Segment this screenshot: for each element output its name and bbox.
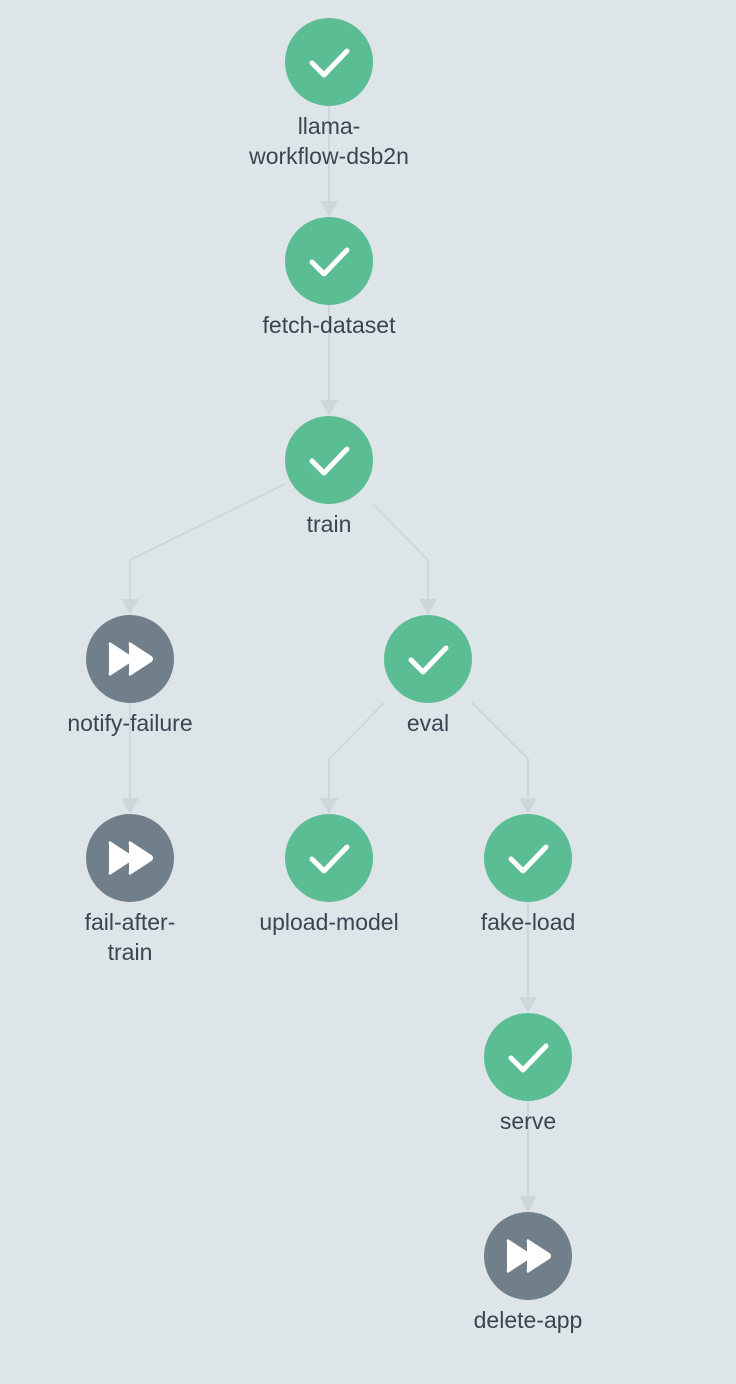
check-icon (508, 844, 549, 874)
edge-eval-to-upload-model (320, 702, 385, 814)
check-icon (508, 1043, 549, 1073)
node-label-line: notify-failure (67, 710, 192, 736)
fast-forward-icon (108, 841, 153, 875)
edge-train-to-eval (372, 503, 437, 615)
arrowhead (320, 798, 338, 814)
node-label: fake-load (481, 909, 576, 935)
node-label: fetch-dataset (263, 312, 397, 338)
node-label-line: serve (500, 1108, 556, 1134)
node-circle-succeeded[interactable] (285, 217, 373, 305)
node-llama-workflow-dsb2n[interactable]: llama-workflow-dsb2n (248, 18, 409, 169)
edge-line (471, 702, 529, 799)
node-circle-succeeded[interactable] (484, 1013, 572, 1101)
edge-line (372, 503, 429, 600)
fast-forward-icon (108, 642, 153, 676)
node-label: train (307, 511, 352, 537)
node-fail-after-train[interactable]: fail-after-train (85, 814, 176, 965)
node-label-line: eval (407, 710, 449, 736)
arrowhead (320, 400, 338, 416)
node-label: llama-workflow-dsb2n (248, 113, 409, 169)
node-label-line: fetch-dataset (263, 312, 397, 338)
node-label: serve (500, 1108, 556, 1134)
edge-line (328, 702, 385, 799)
node-label-line: delete-app (474, 1307, 583, 1333)
node-circle-succeeded[interactable] (285, 814, 373, 902)
nodes-layer: llama-workflow-dsb2n fetch-dataset train no… (67, 18, 582, 1333)
edges-layer (121, 106, 537, 1212)
arrowhead (121, 798, 139, 814)
edge-fetch-dataset-to-train (320, 305, 338, 416)
arrowhead (519, 798, 537, 814)
node-eval[interactable]: eval (384, 615, 472, 736)
node-label-line: llama- (298, 113, 361, 139)
node-delete-app[interactable]: delete-app (474, 1212, 583, 1333)
node-label: delete-app (474, 1307, 583, 1333)
node-label-line: upload-model (259, 909, 398, 935)
node-label: eval (407, 710, 449, 736)
node-fake-load[interactable]: fake-load (481, 814, 576, 935)
check-icon (309, 48, 350, 78)
arrowhead (419, 599, 437, 615)
fast-forward-icon (506, 1239, 551, 1273)
check-icon (408, 645, 449, 675)
edge-line (129, 483, 286, 600)
node-notify-failure[interactable]: notify-failure (67, 615, 193, 736)
check-icon (309, 247, 350, 277)
arrowhead (519, 997, 537, 1013)
node-label-line: workflow-dsb2n (248, 143, 409, 169)
node-circle-succeeded[interactable] (384, 615, 472, 703)
node-upload-model[interactable]: upload-model (259, 814, 399, 935)
node-serve[interactable]: serve (484, 1013, 572, 1134)
node-label: notify-failure (67, 710, 192, 736)
node-circle-succeeded[interactable] (285, 18, 373, 106)
node-train[interactable]: train (285, 416, 373, 537)
arrowhead (320, 201, 338, 217)
node-label: fail-after-train (85, 909, 176, 965)
check-icon (309, 446, 350, 476)
edge-eval-to-fake-load (471, 702, 537, 814)
node-label: upload-model (259, 909, 398, 935)
arrowhead (121, 599, 139, 615)
node-circle-succeeded[interactable] (484, 814, 572, 902)
node-label-line: fail-after- (85, 909, 176, 935)
node-fetch-dataset[interactable]: fetch-dataset (263, 217, 397, 338)
edge-fake-load-to-serve (519, 902, 537, 1013)
edge-notify-failure-to-fail-after-train (121, 703, 139, 814)
edge-serve-to-delete-app (519, 1101, 537, 1212)
check-icon (309, 844, 350, 874)
node-circle-succeeded[interactable] (285, 416, 373, 504)
node-label-line: train (307, 511, 352, 537)
arrowhead (519, 1196, 537, 1212)
node-label-line: train (108, 939, 153, 965)
edge-llama-workflow-dsb2n-to-fetch-dataset (320, 106, 338, 217)
edge-train-to-notify-failure (121, 483, 286, 615)
node-label-line: fake-load (481, 909, 576, 935)
